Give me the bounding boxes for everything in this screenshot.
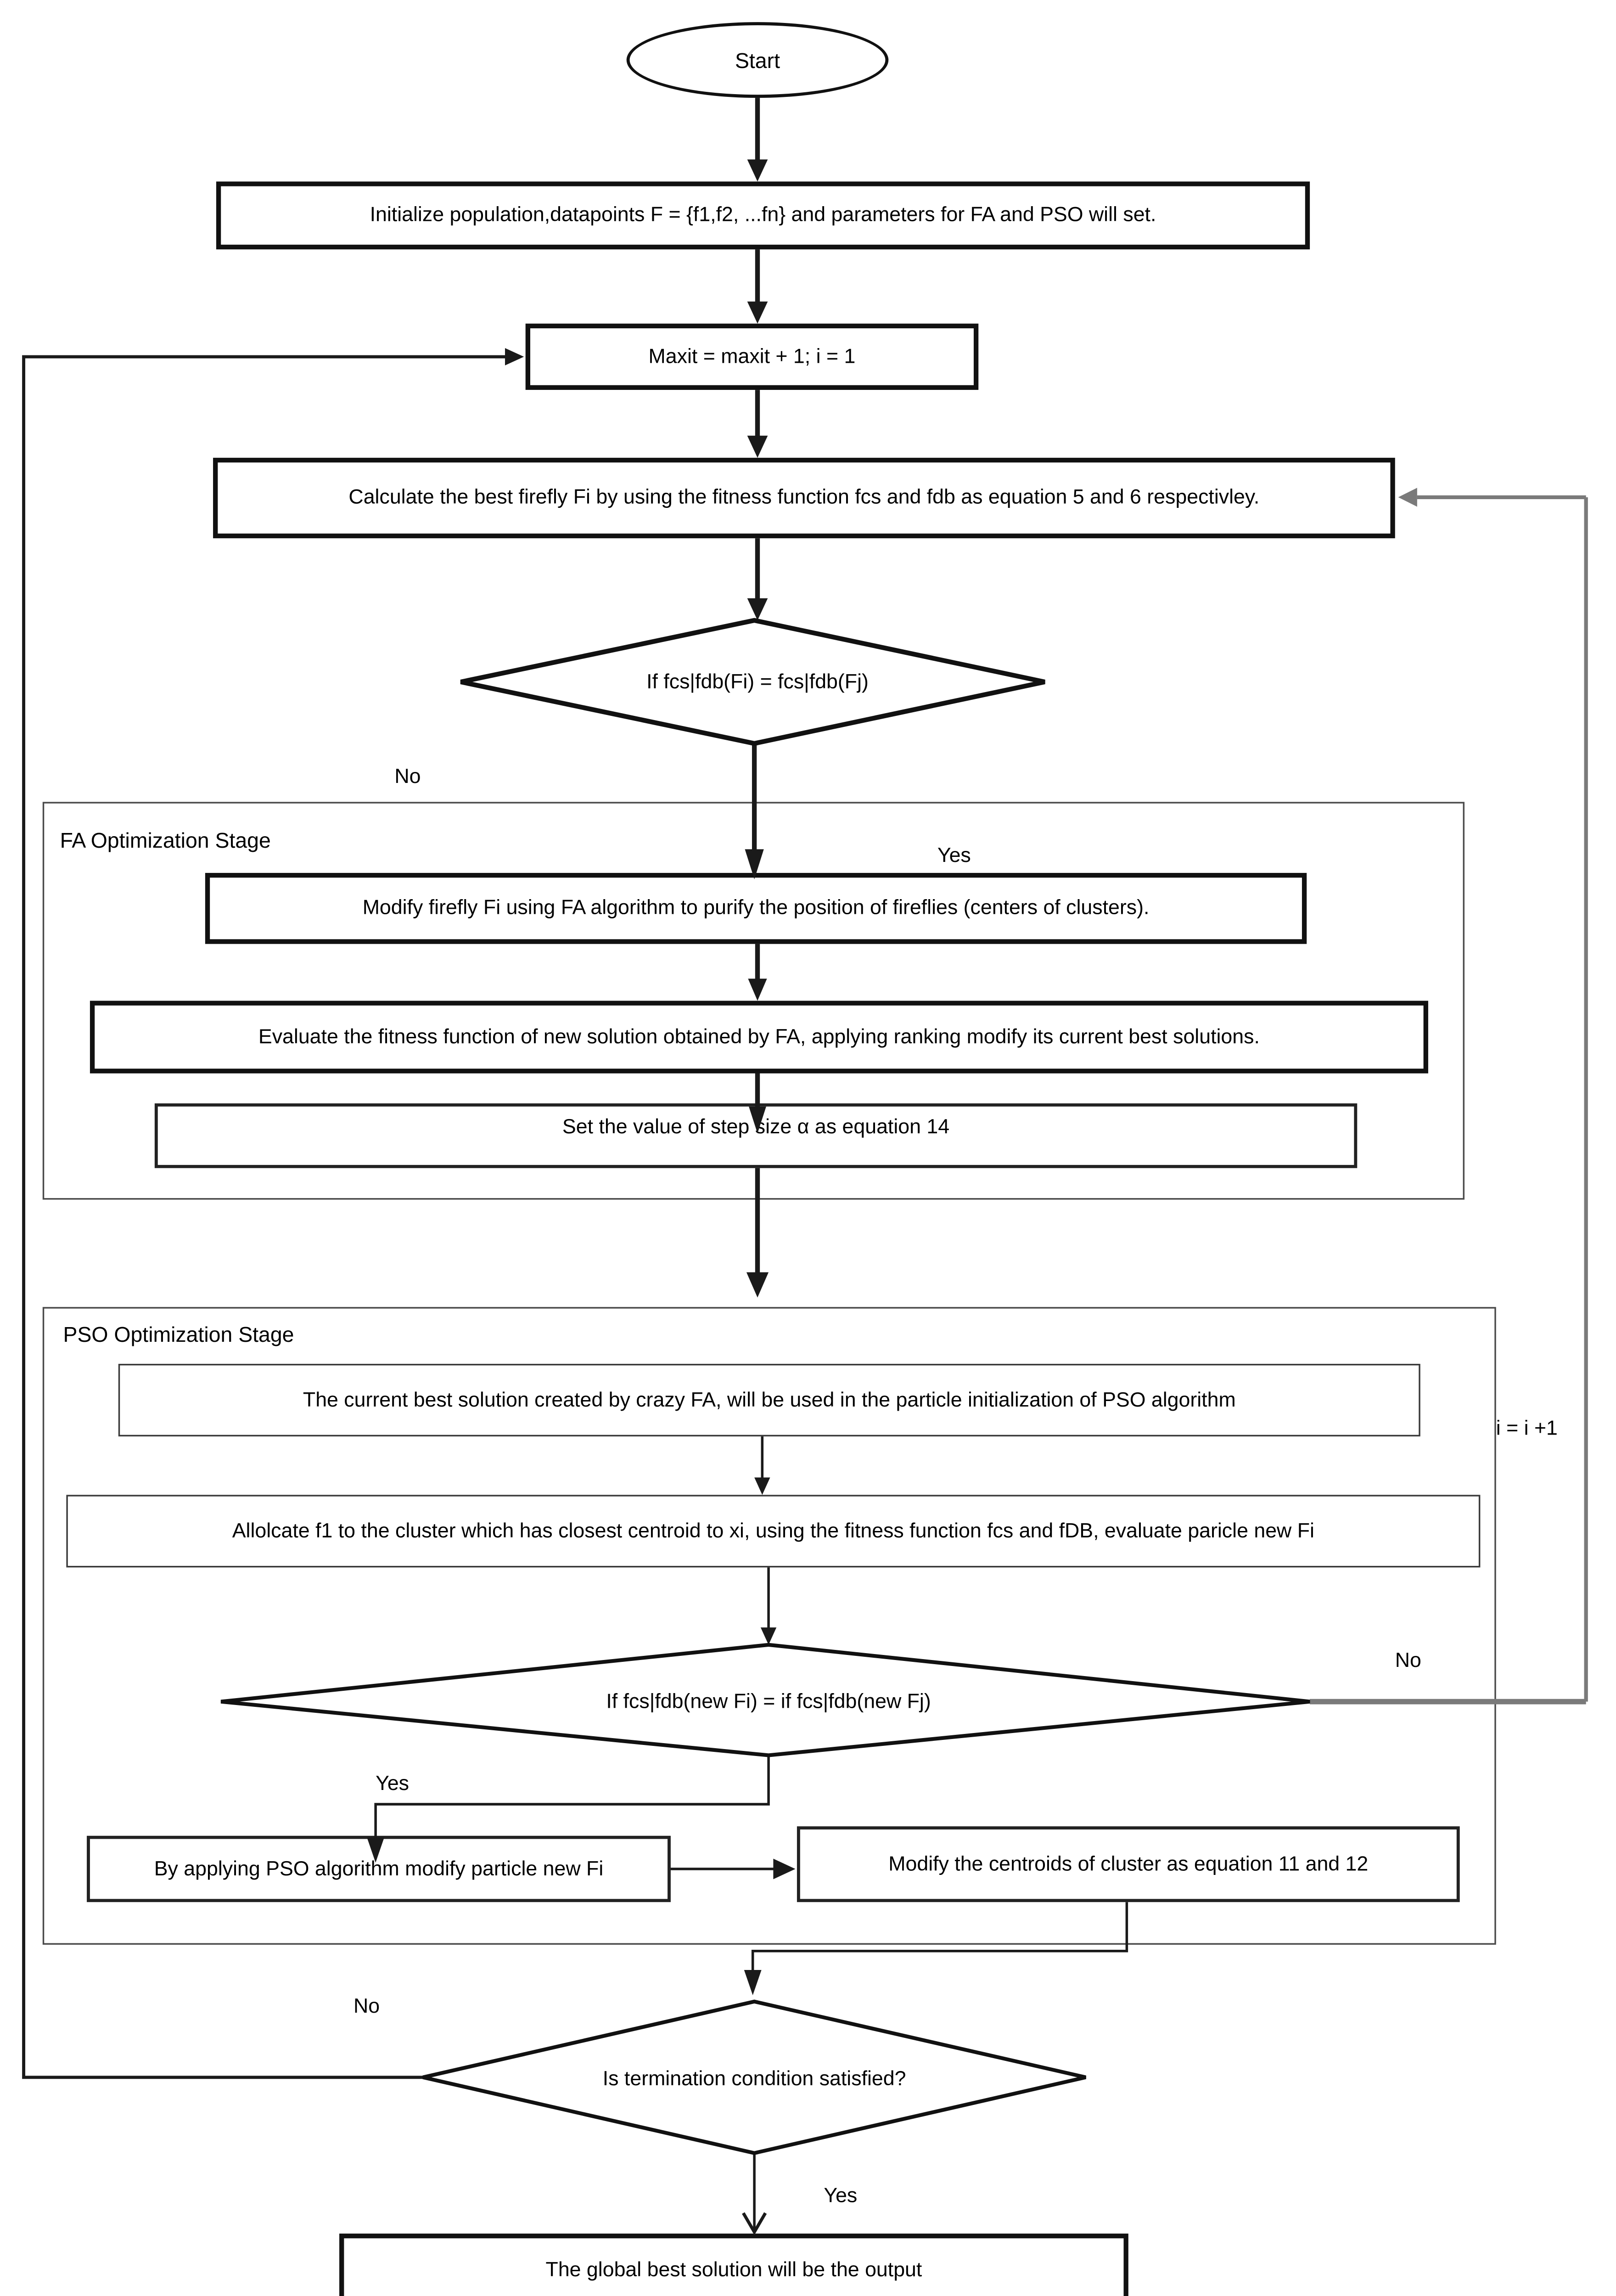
pso-init-box: The current best solution created by cra… [118,1364,1420,1437]
output-box: The global best solution will be the out… [339,2234,1128,2296]
init-process-box: Initialize population,datapoints F = {f1… [216,181,1310,250]
pso-modify-particle-box: By applying PSO algorithm modify particl… [87,1835,671,1902]
modify-centroids-box: Modify the centroids of cluster as equat… [797,1826,1460,1902]
edge-label-increment: i = i +1 [1496,1416,1558,1440]
edge-label-no-2: No [1395,1648,1421,1672]
maxit-process-box: Maxit = maxit + 1; i = 1 [525,323,979,390]
evaluate-fitness-box: Evaluate the fitness function of new sol… [90,1001,1428,1074]
edge-label-yes-2: Yes [376,1771,410,1795]
decision1-label: If fcs|fdb(Fi) = fcs|fdb(Fj) [646,669,869,693]
start-terminator: Start [626,22,889,98]
modify-firefly-box: Modify firefly Fi using FA algorithm to … [205,872,1307,944]
pso-stage-label: PSO Optimization Stage [63,1322,294,1347]
step-size-box: Set the value of step size α as equation… [154,1103,1358,1168]
edge-label-no-1: No [394,764,421,788]
edge-label-yes-1: Yes [937,843,971,867]
fa-stage-label: FA Optimization Stage [60,828,271,853]
allocate-box: Allolcate f1 to the cluster which has cl… [66,1495,1481,1568]
decision2-label: If fcs|fdb(new Fi) = if fcs|fdb(new Fj) [606,1689,931,1713]
calc-best-firefly-box: Calculate the best firefly Fi by using t… [213,457,1395,539]
edge-label-no-3: No [354,1993,380,2018]
edge-label-yes-3: Yes [824,2183,858,2207]
decision3-label: Is termination condition satisfied? [602,2066,906,2090]
